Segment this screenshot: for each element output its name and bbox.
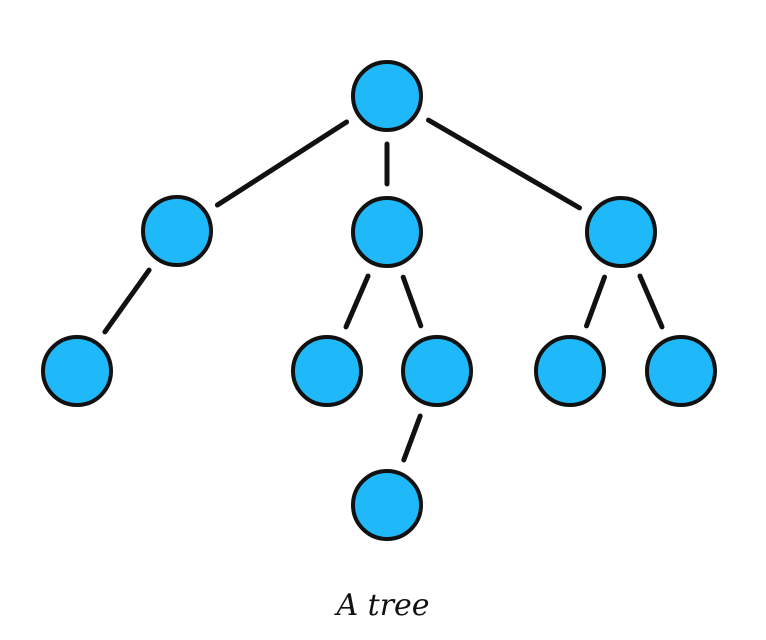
node-right-left-child xyxy=(534,335,606,407)
edge-left-to-left-child xyxy=(102,267,152,335)
edge-right-to-right-right-child xyxy=(637,273,665,330)
node-middle-left-child xyxy=(291,335,363,407)
node-middle xyxy=(351,196,423,268)
nodes-layer xyxy=(41,60,717,541)
node-left-child xyxy=(41,335,113,407)
edges-layer xyxy=(102,117,665,463)
node-middle-right-grandchild xyxy=(351,469,423,541)
node-left xyxy=(141,195,213,267)
node-right-right-child xyxy=(645,335,717,407)
node-middle-right-child xyxy=(401,335,473,407)
edge-right-to-right-left-child xyxy=(584,274,607,329)
edge-root-to-right xyxy=(426,117,582,211)
diagram-caption: A tree xyxy=(336,588,430,623)
node-root xyxy=(351,60,423,132)
edge-middle-to-middle-left-child xyxy=(343,273,371,330)
edge-middle-to-middle-right-child xyxy=(400,274,424,329)
edge-middle-right-child-to-middle-right-grandchild xyxy=(401,413,423,463)
edge-root-to-left xyxy=(214,119,350,208)
node-right xyxy=(585,196,657,268)
